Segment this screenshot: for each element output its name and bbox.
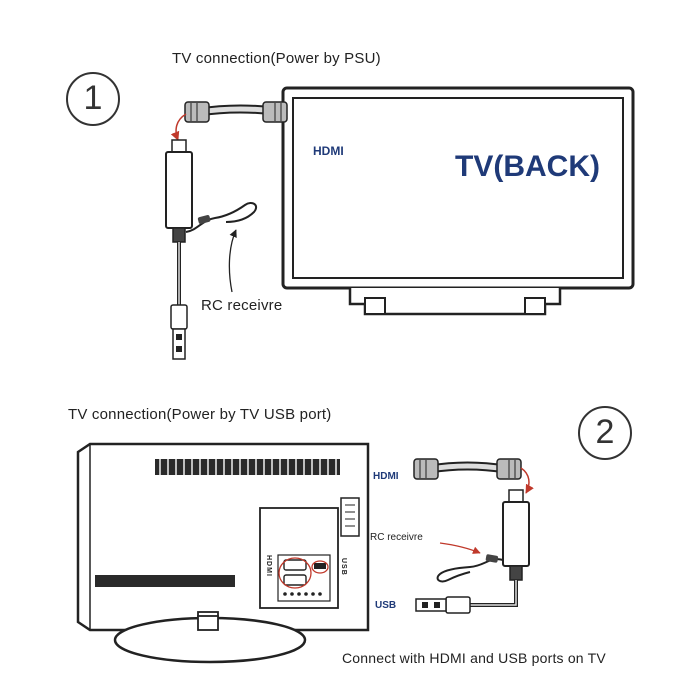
port-usb-label: USB (340, 558, 347, 576)
section-2-title: TV connection(Power by TV USB port) (68, 406, 332, 423)
rc-receiver-label: RC receivre (201, 297, 283, 314)
section-1-title: TV connection(Power by PSU) (172, 50, 381, 67)
step-1-badge: 1 (66, 72, 120, 126)
hdmi-cable-label: HDMI (373, 471, 399, 482)
hdmi-stick-icon (470, 489, 530, 607)
tv-back-1 (281, 86, 635, 316)
hdmi-stick-icon (165, 139, 193, 305)
ir-receiver-icon (185, 202, 258, 293)
port-hdmi-label: HDMI (265, 555, 272, 577)
rc-receiver-label: RC receivre (370, 532, 423, 543)
hdmi-cable-icon (413, 458, 534, 494)
hdmi-cable-icon (170, 101, 288, 141)
bottom-caption: Connect with HDMI and USB ports on TV (342, 650, 606, 666)
tv-back-2 (76, 442, 370, 664)
tv-back-label: TV(BACK) (455, 150, 600, 183)
tv-hdmi-label: HDMI (313, 144, 344, 158)
step-2-badge: 2 (578, 406, 632, 460)
ir-receiver-icon (436, 542, 504, 583)
usb-plug-icon (415, 596, 471, 614)
usb-plug-icon (170, 304, 188, 360)
usb-cable-label: USB (375, 600, 397, 611)
